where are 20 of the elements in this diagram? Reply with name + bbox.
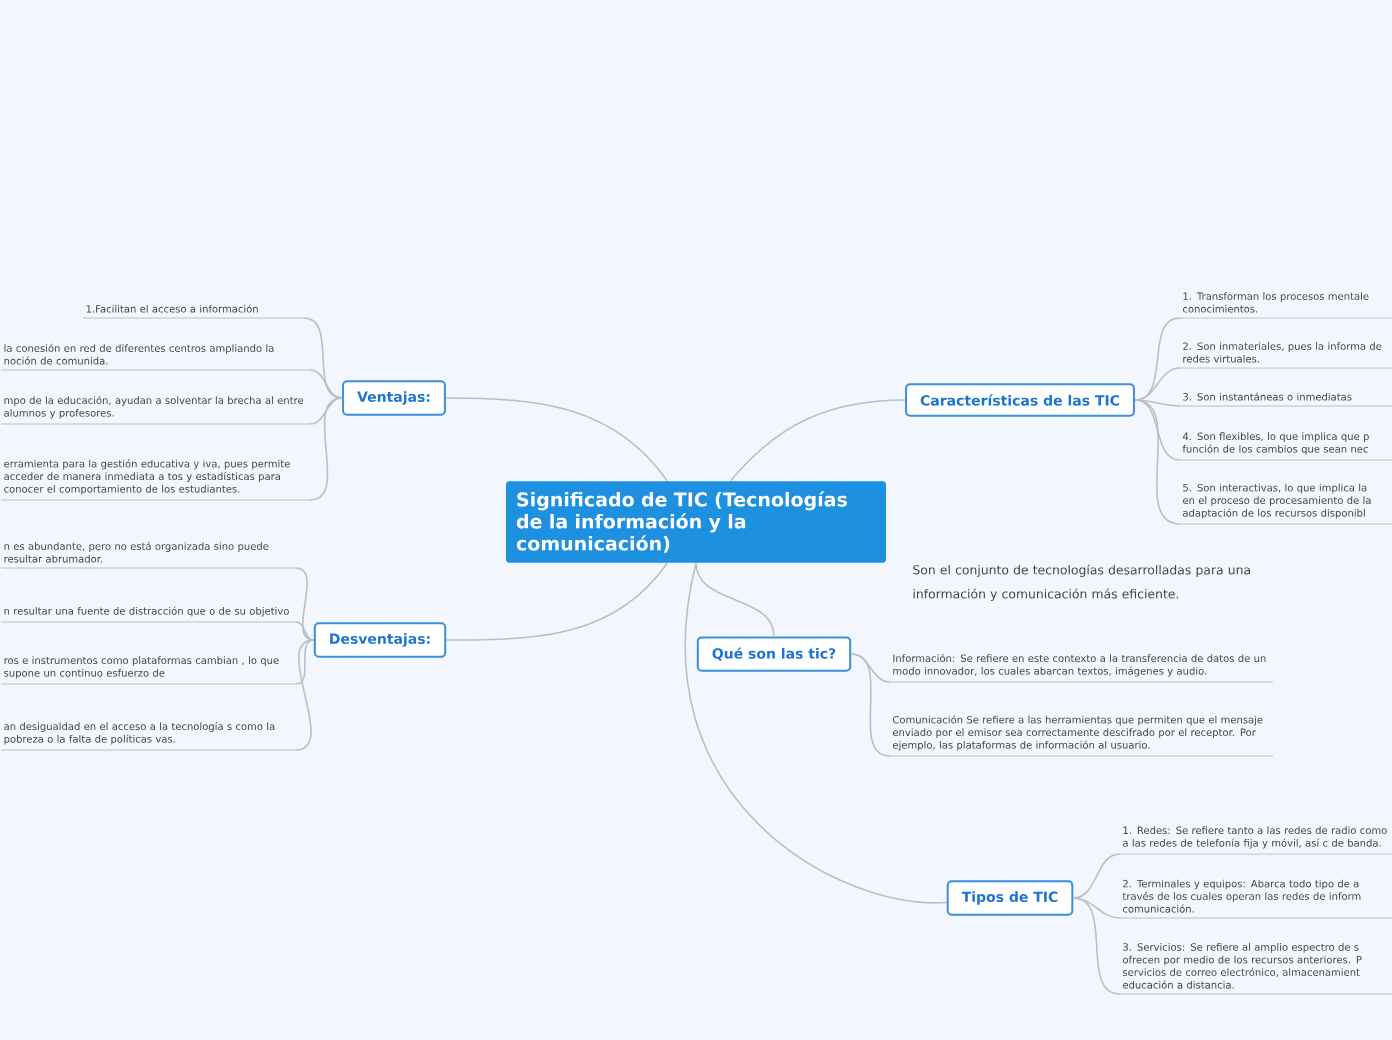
connector-line	[295, 639, 315, 751]
connector-line	[1134, 399, 1181, 407]
central-topic-box: Significado de TIC (Tecnologías de la información y la comunicación)	[506, 481, 886, 563]
connector-line	[695, 562, 775, 638]
connector-line	[1134, 399, 1181, 525]
connector-line	[1072, 897, 1121, 995]
connector-line	[850, 653, 891, 757]
connector-line	[685, 562, 948, 904]
connector-line	[295, 621, 315, 641]
connector-line	[1134, 399, 1181, 461]
connector-line	[295, 639, 315, 685]
connector-line	[445, 562, 668, 641]
connector-line	[309, 397, 343, 501]
connector-line	[1134, 367, 1181, 401]
connector-line	[1072, 853, 1121, 899]
connector-line	[309, 397, 343, 425]
connector-line	[309, 369, 343, 399]
connector-line	[295, 567, 315, 641]
connector-line	[729, 399, 906, 482]
connector-line	[445, 397, 668, 482]
